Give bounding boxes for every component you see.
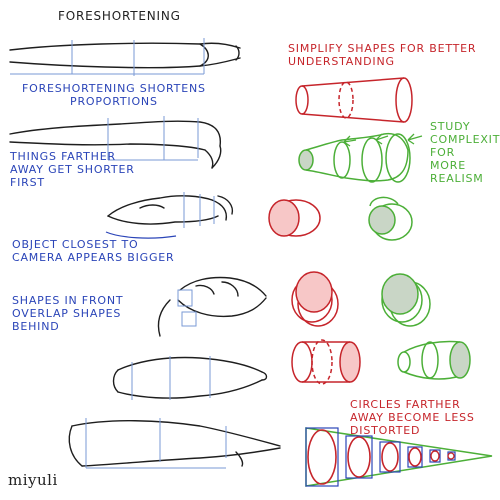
arm-proportion-guides-3: [183, 192, 215, 228]
arm-proportion-guides-1: [10, 38, 205, 76]
overlap-shapes-green: [381, 273, 431, 327]
cylinder-diagram-red: [295, 77, 413, 123]
perspective-circles-diagram: [305, 427, 493, 487]
arm-sketch-overlap: [157, 276, 267, 337]
note-shortens-proportions: FORESHORTENING SHORTENS PROPORTIONS: [22, 82, 206, 108]
closest-shapes-green: [368, 196, 413, 241]
arm-sketch-straight: [9, 42, 241, 69]
page-title: FORESHORTENING: [58, 9, 181, 23]
note-overlap: SHAPES IN FRONT OVERLAP SHAPES BEHIND: [12, 294, 124, 333]
arm-proportion-guides-6: [85, 418, 227, 469]
rotated-cylinder-green: [397, 340, 471, 380]
artist-signature: miyuli: [8, 471, 58, 489]
note-closest-bigger: OBJECT CLOSEST TO CAMERA APPEARS BIGGER: [12, 238, 175, 264]
complex-shape-green: [298, 132, 411, 183]
note-circles-distorted: CIRCLES FARTHER AWAY BECOME LESS DISTORT…: [350, 398, 475, 437]
arm-proportion-guides-4: [177, 289, 197, 327]
note-farther-shorter: THINGS FARTHER AWAY GET SHORTER FIRST: [10, 150, 135, 189]
closest-object-bracket: [105, 231, 177, 239]
arm-proportion-guides-2: [107, 116, 199, 161]
overlap-shapes-red: [291, 271, 339, 327]
arm-sketch-rotated: [112, 356, 268, 399]
rotated-cylinder-red: [291, 339, 361, 385]
arm-sketch-bent: [9, 120, 222, 169]
arm-proportion-guides-5: [131, 356, 211, 400]
note-study-complexity: STUDY COMPLEXITY FOR MORE REALISM: [430, 120, 500, 185]
closest-shapes-red: [268, 199, 321, 237]
note-simplify-shapes: SIMPLIFY SHAPES FOR BETTER UNDERSTANDING: [288, 42, 477, 68]
arm-sketch-bottom: [68, 420, 281, 467]
study-arrows: [343, 133, 423, 147]
